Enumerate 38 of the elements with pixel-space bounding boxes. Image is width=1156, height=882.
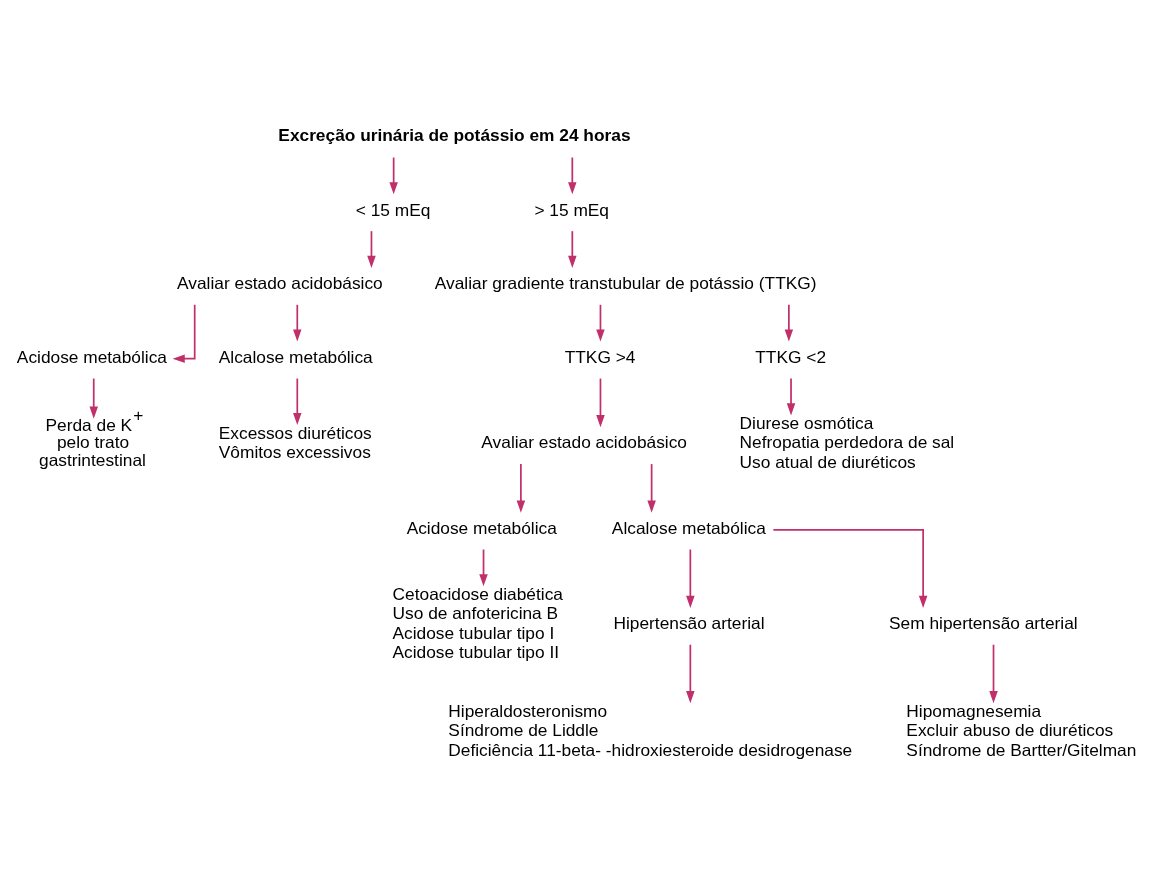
node-text: Excessos diuréticos Vômitos excessivos [218, 422, 372, 463]
node-text: Alcalose metabólica [611, 517, 766, 538]
arrow [568, 230, 577, 268]
arrow [596, 303, 605, 342]
arrow [293, 303, 302, 342]
arrow [596, 377, 605, 428]
arrow [293, 377, 302, 426]
arrow [772, 528, 928, 608]
arrow [784, 303, 794, 342]
node-text: Avaliar estado acidobásico [481, 432, 687, 453]
arrow [686, 643, 695, 704]
node-text: Sem hipertensão arterial [889, 613, 1078, 634]
arrow [686, 548, 695, 608]
node-text: Excreção urinária de potássio em 24 horas [278, 124, 631, 145]
arrow [516, 463, 526, 513]
arrow [647, 463, 656, 513]
arrow [989, 643, 998, 704]
node-text: > 15 mEq [534, 199, 610, 220]
node-text: Hipertensão arterial [613, 613, 765, 634]
node-text: TTKG >4 [564, 346, 636, 367]
node-text: Alcalose metabólica [218, 346, 373, 367]
arrow [479, 548, 488, 587]
node-text: Hiperaldosteronismo Síndrome de Liddle Deficiência 11-beta- -hidroxiesteroide desidrogenase [448, 700, 853, 760]
arrow [172, 303, 196, 363]
node-text: Cetoacidose diabética Uso de anfotericina B Acidose tubular tipo I Acidose tubular tipo II [392, 583, 563, 663]
arrow [568, 156, 577, 195]
node-text: Avaliar gradiente transtubular de potássio (TTKG) [434, 273, 817, 294]
arrow [367, 230, 376, 268]
node-text: TTKG <2 [755, 346, 827, 367]
arrow [389, 156, 398, 195]
node-text: Acidose metabólica [406, 517, 557, 538]
arrow [786, 377, 796, 416]
node-text: Acidose metabólica [16, 346, 167, 367]
arrow [89, 377, 98, 419]
node-text: Diurese osmótica Nefropatia perdedora de sal Uso atual de diuréticos [739, 412, 955, 472]
node-text: Avaliar estado acidobásico [177, 273, 383, 294]
node-text: < 15 mEq [355, 199, 431, 220]
node-text: Hipomagnesemia Excluir abuso de diuréticos Síndrome de Bartter/Gitelman [906, 700, 1137, 760]
